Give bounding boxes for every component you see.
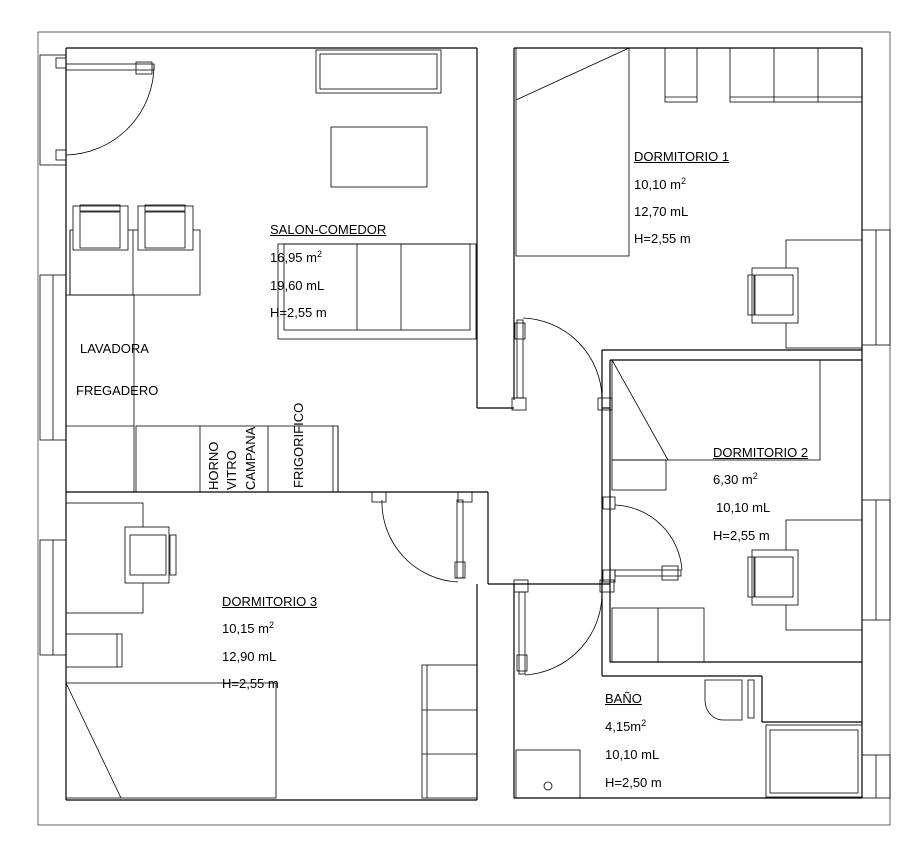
entry-door-frame bbox=[39, 54, 67, 166]
area-salon-unit-sup: 2 bbox=[316, 249, 322, 259]
wardrobe-dorm1 bbox=[664, 47, 863, 103]
outer-border bbox=[37, 31, 891, 826]
door-bano bbox=[513, 579, 615, 676]
height-dorm1: H=2,55 m bbox=[634, 231, 691, 246]
chair-dorm1 bbox=[747, 267, 799, 324]
area-dorm1-unit-sup: 2 bbox=[680, 176, 686, 186]
tv-cabinet bbox=[315, 49, 442, 94]
area-salon: 16,95 m2 bbox=[270, 249, 322, 266]
bed-dorm3 bbox=[65, 682, 277, 799]
kitchen-counter bbox=[65, 294, 339, 493]
room-name-salon: SALON-COMEDOR bbox=[270, 222, 387, 237]
room-name-dorm2: DORMITORIO 2 bbox=[713, 445, 809, 460]
area-dorm2-value: 6,30 m bbox=[713, 472, 753, 487]
entry-door bbox=[55, 57, 155, 161]
door-dorm3 bbox=[371, 491, 473, 583]
area-salon-value: 16,95 m bbox=[270, 250, 317, 265]
coffee-table bbox=[330, 126, 428, 188]
height-salon: H=2,55 m bbox=[270, 305, 327, 320]
dining-chair-2 bbox=[137, 204, 194, 251]
label-lavadora: LAVADORA bbox=[80, 341, 149, 356]
wardrobe-dorm2 bbox=[611, 607, 705, 663]
perimeter-bano: 10,10 mL bbox=[605, 747, 660, 762]
height-dorm3: H=2,55 m bbox=[222, 676, 279, 691]
area-dorm2: 6,30 m2 bbox=[713, 471, 758, 488]
sofa bbox=[277, 243, 477, 340]
window-right-dorm2 bbox=[861, 499, 891, 621]
window-left-dorm3 bbox=[39, 539, 67, 656]
room-name-dorm1: DORMITORIO 1 bbox=[634, 149, 730, 164]
label-frigorifico: FRIGORIFICO bbox=[291, 402, 306, 488]
label-campana: CAMPANA bbox=[243, 426, 258, 490]
label-fregadero: FREGADERO bbox=[76, 383, 159, 398]
shower bbox=[515, 749, 581, 799]
perimeter-dorm3: 12,90 mL bbox=[222, 649, 277, 664]
label-horno: HORNO bbox=[206, 441, 221, 490]
exterior-walls bbox=[65, 47, 863, 801]
area-dorm3: 10,15 m2 bbox=[222, 620, 274, 637]
area-dorm3-value: 10,15 m bbox=[222, 621, 269, 636]
dining-table bbox=[69, 229, 201, 296]
area-dorm2-unit-sup: 2 bbox=[752, 471, 758, 481]
height-dorm2: H=2,55 m bbox=[713, 528, 770, 543]
perimeter-salon: 19,60 mL bbox=[270, 278, 325, 293]
height-bano: H=2,50 m bbox=[605, 775, 662, 790]
area-bano-unit-sup: 2 bbox=[641, 718, 647, 728]
label-vitro: VITRO bbox=[224, 450, 239, 490]
bed-dorm2 bbox=[611, 359, 821, 491]
chair-dorm3 bbox=[124, 526, 177, 584]
interior-walls bbox=[66, 48, 862, 800]
area-bano: 4,15m2 bbox=[605, 718, 647, 735]
room-name-bano: BAÑO bbox=[605, 691, 642, 706]
chair-dorm2 bbox=[747, 549, 799, 606]
door-dorm2 bbox=[602, 496, 683, 583]
area-bano-value: 4,15m bbox=[605, 719, 642, 734]
room-name-dorm3: DORMITORIO 3 bbox=[222, 594, 318, 609]
bed-dorm1 bbox=[515, 47, 630, 257]
window-right-dorm1 bbox=[861, 229, 891, 346]
area-dorm1: 10,10 m2 bbox=[634, 176, 686, 193]
area-dorm3-unit-sup: 2 bbox=[268, 620, 274, 630]
perimeter-dorm1: 12,70 mL bbox=[634, 204, 689, 219]
perimeter-dorm2: 10,10 mL bbox=[716, 500, 771, 515]
bathtub bbox=[765, 724, 863, 798]
window-right-bano bbox=[861, 754, 891, 799]
dining-chair-1 bbox=[72, 204, 129, 251]
door-dorm1 bbox=[511, 317, 613, 411]
wardrobe-dorm3 bbox=[421, 664, 478, 799]
window-left-kitchen bbox=[39, 274, 67, 441]
nightstand-dorm3 bbox=[65, 633, 123, 668]
toilet bbox=[704, 679, 755, 721]
area-dorm1-value: 10,10 m bbox=[634, 177, 681, 192]
